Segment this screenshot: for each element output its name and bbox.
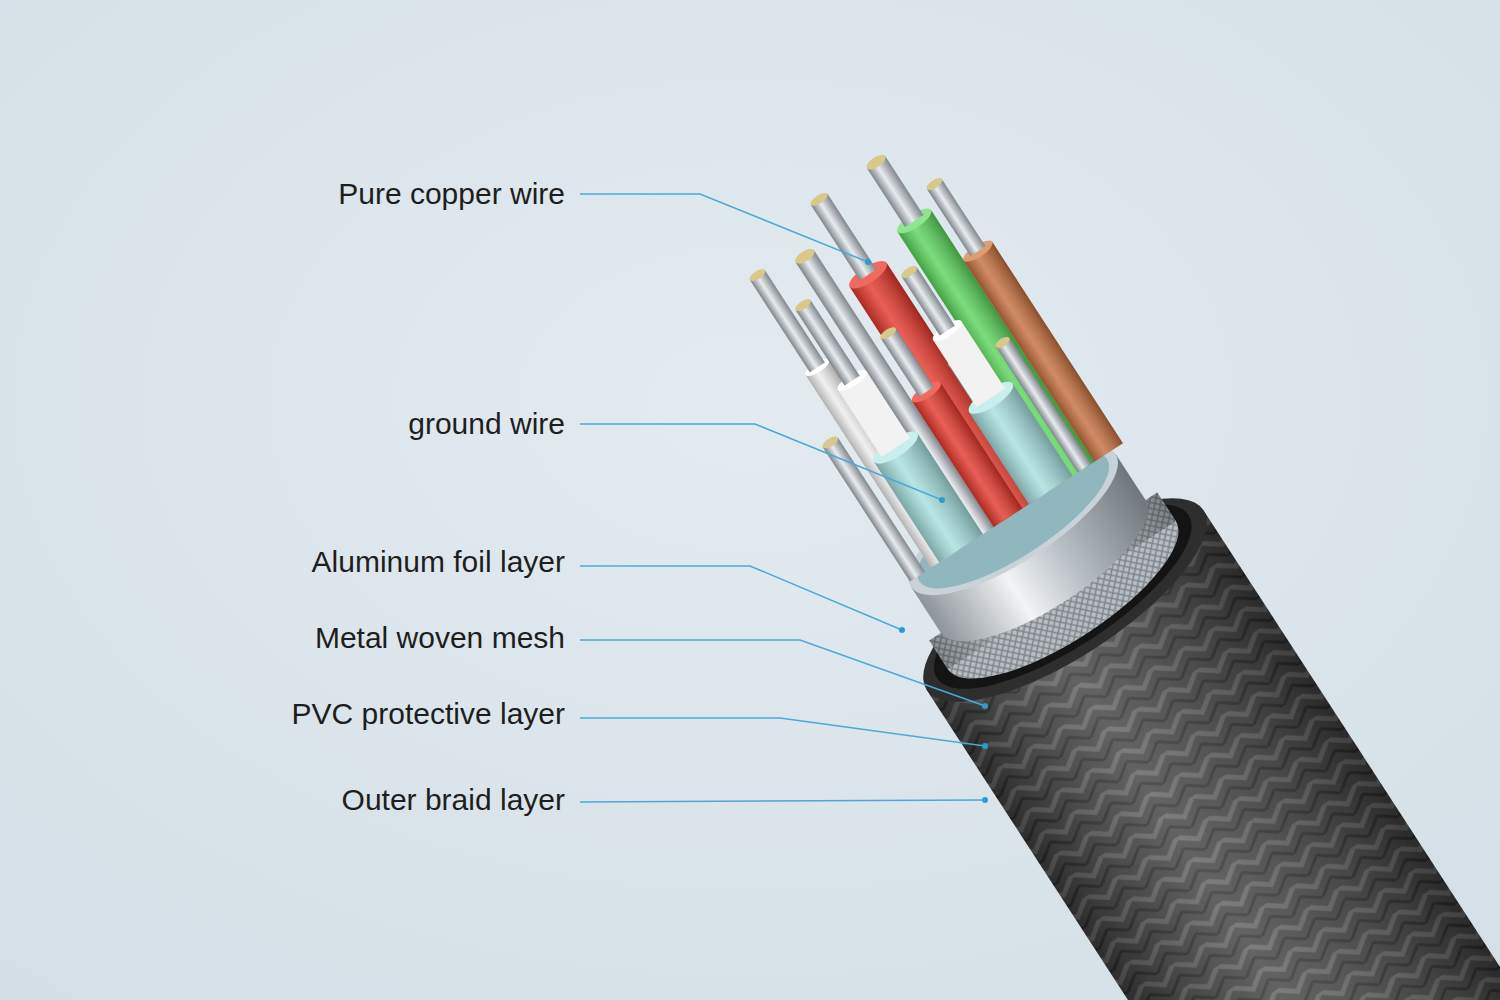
part-label: Pure copper wire — [338, 177, 565, 211]
part-label: Aluminum foil layer — [312, 545, 565, 579]
leader-lines — [580, 194, 985, 802]
part-label: Metal woven mesh — [315, 621, 565, 655]
part-label: PVC protective layer — [292, 697, 565, 731]
part-label: Outer braid layer — [342, 783, 565, 817]
part-label: ground wire — [408, 407, 565, 441]
